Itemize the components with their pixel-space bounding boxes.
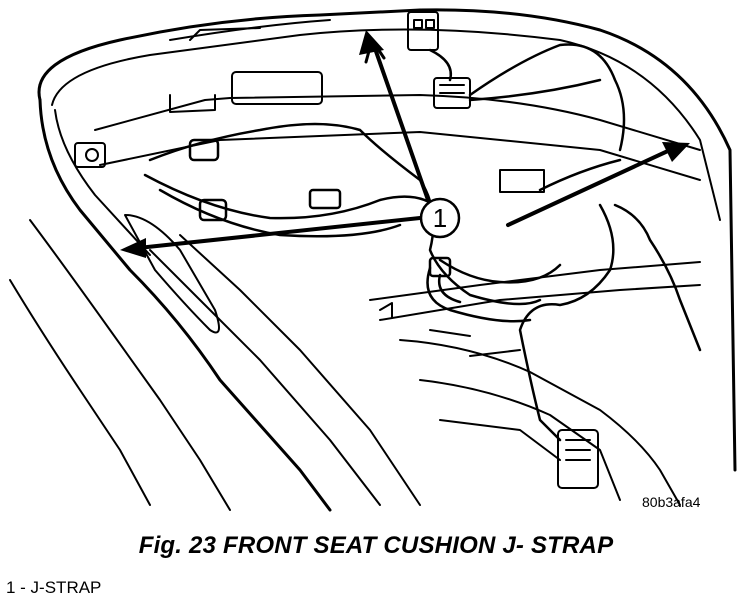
figure-caption: Fig. 23 FRONT SEAT CUSHION J- STRAP <box>138 532 614 559</box>
callout-arrows <box>120 30 690 258</box>
callout-1: 1 <box>419 197 461 239</box>
seat-cushion-illustration: 1 80b3afa4 <box>9 8 737 512</box>
callout-number: 1 <box>433 203 447 233</box>
rear-rail <box>74 94 701 181</box>
wire-harness <box>143 43 702 442</box>
legend-item: 1 - J-STRAP <box>6 578 102 597</box>
seat-frame <box>9 8 737 512</box>
connectors <box>231 11 599 489</box>
image-code: 80b3afa4 <box>642 494 701 510</box>
j-strap <box>426 266 532 323</box>
